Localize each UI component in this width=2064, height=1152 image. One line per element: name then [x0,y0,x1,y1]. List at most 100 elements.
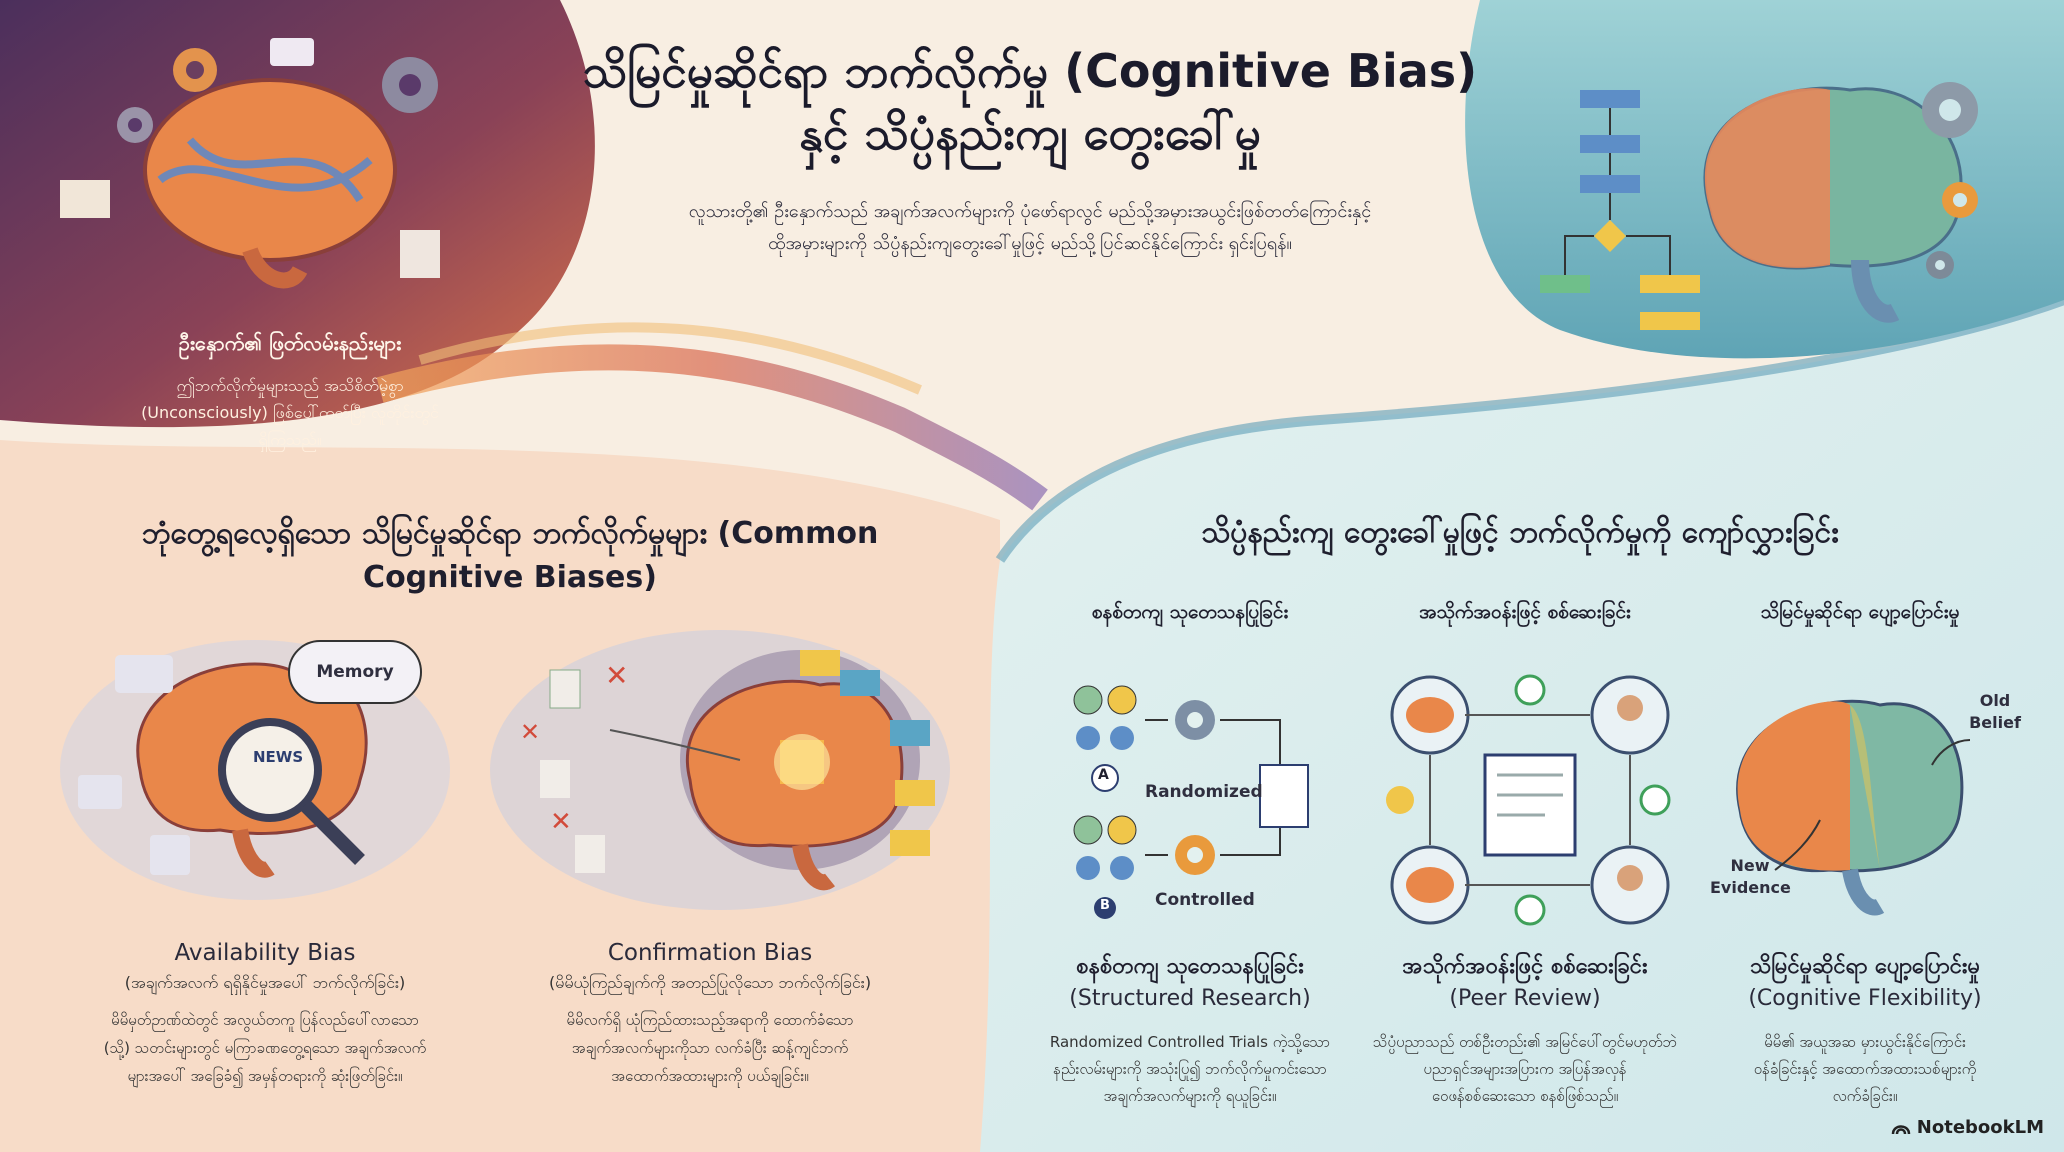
randomized-label: Randomized [1145,782,1263,802]
availability-bias-title: Availability Bias [174,940,356,966]
memory-label: Memory [316,662,394,682]
old-belief-label: Old Belief [1969,691,2021,732]
flowchart-icon [1540,90,1700,330]
confirmation-bias-card: Confirmation Bias (မိမိယုံကြည်ချက်ကို အတ… [490,940,930,1090]
overcoming-bias-heading: သိပ္ပံနည်းကျ တွေးခေါ်မှုဖြင့် ဘက်လိုက်မှ… [1201,515,1839,550]
speech-bubble-icon [270,38,314,66]
confirmation-bias-illustration: ✕ ✕ ✕ [520,650,935,891]
title-line-2: နှင့် သိပ္ပံနည်းကျ တွေးခေါ်မှု [799,106,1261,160]
person-icon [1110,856,1134,880]
document-icon [150,835,190,875]
common-biases-heading: ဘုံတွေ့ရလေ့ရှိသော သိမြင်မှုဆိုင်ရာ ဘက်လိ… [60,512,960,600]
peer-review-card: အသိုက်အဝန်းဖြင့် စစ်ဆေးခြင်း (Peer Revie… [1360,950,1690,1110]
check-icon [1514,894,1546,926]
notebooklm-logo-text: NotebookLM [1916,1117,2044,1138]
person-icon [1076,856,1100,880]
peer-review-desc-line-2: ပညာရှင်အများအပြားက အပြန်အလှန် [1423,1060,1627,1078]
document-icon [400,230,440,278]
cognitive-flexibility-description: မိမိ၏ အယူအဆ မှားယွင်းနိုင်ကြောင်း ဝန်ခံခ… [1700,1029,2030,1110]
intro-heading: ဦးနှောက်၏ ဖြတ်လမ်းနည်းများ [178,331,402,355]
common-biases-heading-line-1: ဘုံတွေ့ရလေ့ရှိသော သိမြင်မှုဆိုင်ရာ ဘက်လိ… [141,516,879,551]
memory-bubble: Memory [288,640,422,704]
gear-icon [173,48,217,92]
structured-research-desc-line-3: အချက်အလက်များကို ရယူခြင်း။ [1103,1087,1277,1105]
gear-icon [382,57,438,113]
gear-icon [1922,82,1978,138]
availability-bias-illustration: Memory NEWS [60,610,422,900]
common-biases-heading-line-2: Cognitive Biases) [363,560,657,595]
document-icon [575,835,605,873]
availability-bias-desc-line-2: (သို့) သတင်းများတွင် မကြာခဏတွေ့ရသော အချက… [103,1039,427,1057]
confirmation-bias-subtitle: (မိမိယုံကြည်ချက်ကို အတည်ပြုလိုသော ဘက်လို… [548,973,872,992]
report-document-icon [1259,764,1309,828]
person-icon [1076,726,1100,750]
structured-research-heading-en: (Structured Research) [1069,986,1311,1011]
cognitive-flexibility-desc-line-2: ဝန်ခံခြင်းနှင့် အထောက်အထားသစ်များကို [1753,1060,1977,1078]
structured-research-desc-line-2: နည်းလမ်းများကို အသုံးပြု၍ ဘက်လိုက်မှုကင်… [1053,1060,1327,1078]
cognitive-flexibility-desc-line-3: လက်ခံခြင်း။ [1832,1087,1898,1105]
availability-bias-desc-line-1: မိမိမှတ်ဉာဏ်ထဲတွင် အလွယ်တကူ ပြန်လည်ပေါ်လ… [111,1011,419,1029]
group-a-label: A [1098,767,1109,783]
page-subtitle: လူသားတို့၏ ဦးနှောက်သည် အချက်အလက်များကို … [560,196,1500,260]
availability-bias-card: Availability Bias (အချက်အလက် ရရှိနိုင်မှ… [40,940,490,1090]
gear-icon [1175,835,1215,875]
reject-icon: ✕ [520,718,540,746]
structured-research-top-title: စနစ်တကျ သုတေသနပြုခြင်း [1091,601,1289,623]
availability-bias-subtitle: (အချက်အလက် ရရှိနိုင်မှုအပေါ် ဘက်လိုက်ခြင… [124,973,406,992]
subtitle-line-1: လူသားတို့၏ ဦးနှောက်သည် အချက်အလက်များကို … [688,201,1372,222]
peer-review-illustration [1386,674,1671,926]
structured-research-card: စနစ်တကျ သုတေသနပြုခြင်း (Structured Resea… [1025,950,1355,1110]
tangled-brain-illustration [60,38,440,289]
page-title: သိမြင်မှုဆိုင်ရာ ဘက်လိုက်မှု (Cognitive … [480,40,1580,164]
brain-icon [143,78,397,262]
speech-bubble-icon [115,655,173,693]
peer-review-heading-en: (Peer Review) [1449,986,1601,1011]
peer-review-desc-line-1: သိပ္ပံပညာသည် တစ်ဦးတည်း၏ အမြင်ပေါ်တွင်မဟု… [1372,1033,1678,1051]
peer-review-heading: အသိုက်အဝန်းဖြင့် စစ်ဆေးခြင်း [1402,954,1648,979]
intro-text-line-3: ရှိကြသည်။ [258,430,322,449]
peer-review-desc-line-3: ဝေဖန်စစ်ဆေးသော စနစ်ဖြစ်သည်။ [1431,1087,1619,1105]
structured-research-desc-line-1: Randomized Controlled Trials ကဲ့သို့သော [1049,1033,1331,1051]
confirmation-bias-desc-line-3: အထောက်အထားများကို ပယ်ချခြင်း။ [611,1067,809,1085]
group-b-label: B [1100,898,1110,913]
structured-research-heading: စနစ်တကျ သုတေသနပြုခြင်း [1076,954,1304,979]
check-icon [1514,674,1546,706]
availability-bias-desc-line-3: များအပေါ် အခြေခံ၍ အမှန်တရားကို ဆုံးဖြတ်ခ… [127,1067,403,1085]
structured-research-description: Randomized Controlled Trials ကဲ့သို့သော … [1025,1029,1355,1110]
gear-icon [117,107,153,143]
peer-review-description: သိပ္ပံပညာသည် တစ်ဦးတည်း၏ အမြင်ပေါ်တွင်မဟု… [1360,1029,1690,1110]
person-icon [1110,726,1134,750]
check-icon [1386,786,1414,814]
magnifying-glass-icon [218,718,322,822]
cognitive-flexibility-top-title: သိမြင်မှုဆိုင်ရာ ပျော့ပြောင်းမှု [1760,601,1960,623]
cognitive-flexibility-card: သိမြင်မှုဆိုင်ရာ ပျော့ပြောင်းမှု (Cognit… [1700,950,2030,1110]
document-icon [60,180,110,218]
gear-icon [1926,251,1954,279]
document-icon [549,669,581,709]
gear-icon [1942,182,1978,218]
confirmation-bias-desc-line-1: မိမိလက်ရှိ ယုံကြည်ထားသည့်အရာကို ထောက်ခံသ… [566,1011,854,1029]
reject-icon: ✕ [550,807,572,837]
cognitive-flexibility-heading-en: (Cognitive Flexibility) [1748,986,1982,1011]
controlled-label: Controlled [1155,890,1255,910]
browser-window-icon [78,775,122,809]
intro-text: ဤဘက်လိုက်မှုများသည် အသိစိတ်မဲ့စွာ (Uncon… [90,372,490,453]
randomized-trial-illustration: A B Randomized Controlled [1060,670,1340,920]
reject-icon: ✕ [605,659,628,692]
cognitive-flexibility-illustration: Old Belief New Evidence [1710,680,2021,920]
notebooklm-logo: NotebookLM [1891,1117,2044,1138]
gear-icon [1175,700,1215,740]
title-line-1: သိမြင်မှုဆိုင်ရာ ဘက်လိုက်မှု (Cognitive … [582,44,1478,98]
confirmation-bias-description: မိမိလက်ရှိ ယုံကြည်ထားသည့်အရာကို ထောက်ခံသ… [490,1006,930,1090]
check-icon [1639,784,1671,816]
peer-review-top-title: အသိုက်အဝန်းဖြင့် စစ်ဆေးခြင်း [1419,601,1631,623]
confirmation-bias-desc-line-2: အချက်အလက်များကိုသာ လက်ခံပြီး ဆန့်ကျင်ဘက် [571,1039,849,1057]
news-label: NEWS [253,748,304,766]
subtitle-line-2: ထိုအမှားများကို သိပ္ပံနည်းကျတွေးခေါ်မှုဖ… [768,233,1292,254]
cognitive-flexibility-heading: သိမြင်မှုဆိုင်ရာ ပျော့ပြောင်းမှု [1749,954,1981,979]
confirmation-bias-title: Confirmation Bias [607,940,813,966]
report-document-icon [1483,753,1577,857]
notebooklm-logo-icon [1891,1124,1911,1134]
cognitive-flexibility-desc-line-1: မိမိ၏ အယူအဆ မှားယွင်းနိုင်ကြောင်း [1764,1033,1966,1051]
intro-text-line-1: ဤဘက်လိုက်မှုများသည် အသိစိတ်မဲ့စွာ [176,376,404,395]
